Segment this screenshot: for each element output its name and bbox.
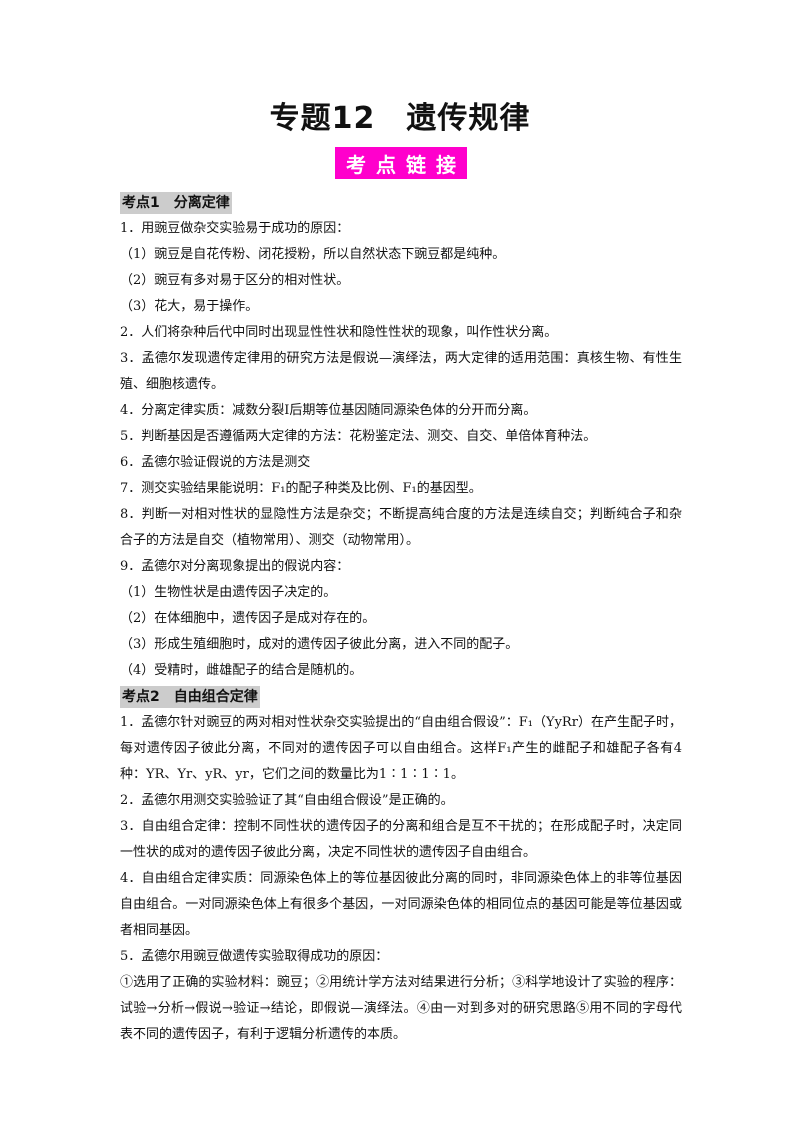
- paragraph: 1．孟德尔针对豌豆的两对相对性状杂交实验提出的“自由组合假设”：F₁（YyRr）…: [120, 715, 682, 782]
- paragraph: 5．判断基因是否遵循两大定律的方法：花粉鉴定法、测交、自交、单倍体育种法。: [120, 429, 597, 444]
- paragraph: 3．孟德尔发现遗传定律用的研究方法是假说—演绎法，两大定律的适用范围：真核生物、…: [120, 351, 682, 392]
- paragraph: 5．孟德尔用豌豆做遗传实验取得成功的原因：: [120, 949, 389, 964]
- paragraph: 6．孟德尔验证假说的方法是测交: [120, 455, 311, 470]
- paragraph: （2）在体细胞中，遗传因子是成对存在的。: [120, 611, 376, 626]
- paragraph: （4）受精时，雌雄配子的结合是随机的。: [120, 663, 363, 678]
- section-1: 考点1 分离定律 1．用豌豆做杂交实验易于成功的原因： （1）豌豆是自花传粉、闭…: [120, 190, 682, 684]
- paragraph: 2．孟德尔用测交实验验证了其“自由组合假设”是正确的。: [120, 793, 454, 808]
- paragraph: （1）豌豆是自花传粉、闭花授粉，所以自然状态下豌豆都是纯种。: [120, 247, 506, 262]
- paragraph: （1）生物性状是由遗传因子决定的。: [120, 585, 337, 600]
- paragraph: 8．判断一对相对性状的显隐性方法是杂交；不断提高纯合度的方法是连续自交；判断纯合…: [120, 507, 682, 548]
- paragraph: 7．测交实验结果能说明：F₁的配子种类及比例、F₁的基因型。: [120, 481, 482, 496]
- section-2: 考点2 自由组合定律 1．孟德尔针对豌豆的两对相对性状杂交实验提出的“自由组合假…: [120, 684, 682, 1048]
- paragraph: ①选用了正确的实验材料：豌豆；②用统计学方法对结果进行分析；③科学地设计了实验的…: [120, 975, 682, 1042]
- paragraph: 1．用豌豆做杂交实验易于成功的原因：: [120, 221, 350, 236]
- paragraph: （2）豌豆有多对易于区分的相对性状。: [120, 273, 350, 288]
- paragraph: 4．分离定律实质：减数分裂Ⅰ后期等位基因随同源染色体的分开而分离。: [120, 403, 537, 418]
- paragraph: （3）形成生殖细胞时，成对的遗传因子彼此分离，进入不同的配子。: [120, 637, 519, 652]
- paragraph: 2．人们将杂种后代中同时出现显性性状和隐性性状的现象，叫作性状分离。: [120, 325, 558, 340]
- paragraph: 4．自由组合定律实质：同源染色体上的等位基因彼此分离的同时，非同源染色体上的非等…: [120, 871, 682, 938]
- page-title: 专题12 遗传规律: [269, 101, 531, 136]
- section-heading: 考点2 自由组合定律: [120, 686, 260, 708]
- section-badge: 考点链接: [335, 147, 467, 179]
- section-heading: 考点1 分离定律: [120, 192, 232, 214]
- paragraph: （3）花大，易于操作。: [120, 299, 259, 314]
- paragraph: 3．自由组合定律：控制不同性状的遗传因子的分离和组合是互不干扰的；在形成配子时，…: [120, 819, 682, 860]
- document-body: 考点1 分离定律 1．用豌豆做杂交实验易于成功的原因： （1）豌豆是自花传粉、闭…: [120, 190, 682, 1048]
- paragraph: 9．孟德尔对分离现象提出的假说内容：: [120, 559, 350, 574]
